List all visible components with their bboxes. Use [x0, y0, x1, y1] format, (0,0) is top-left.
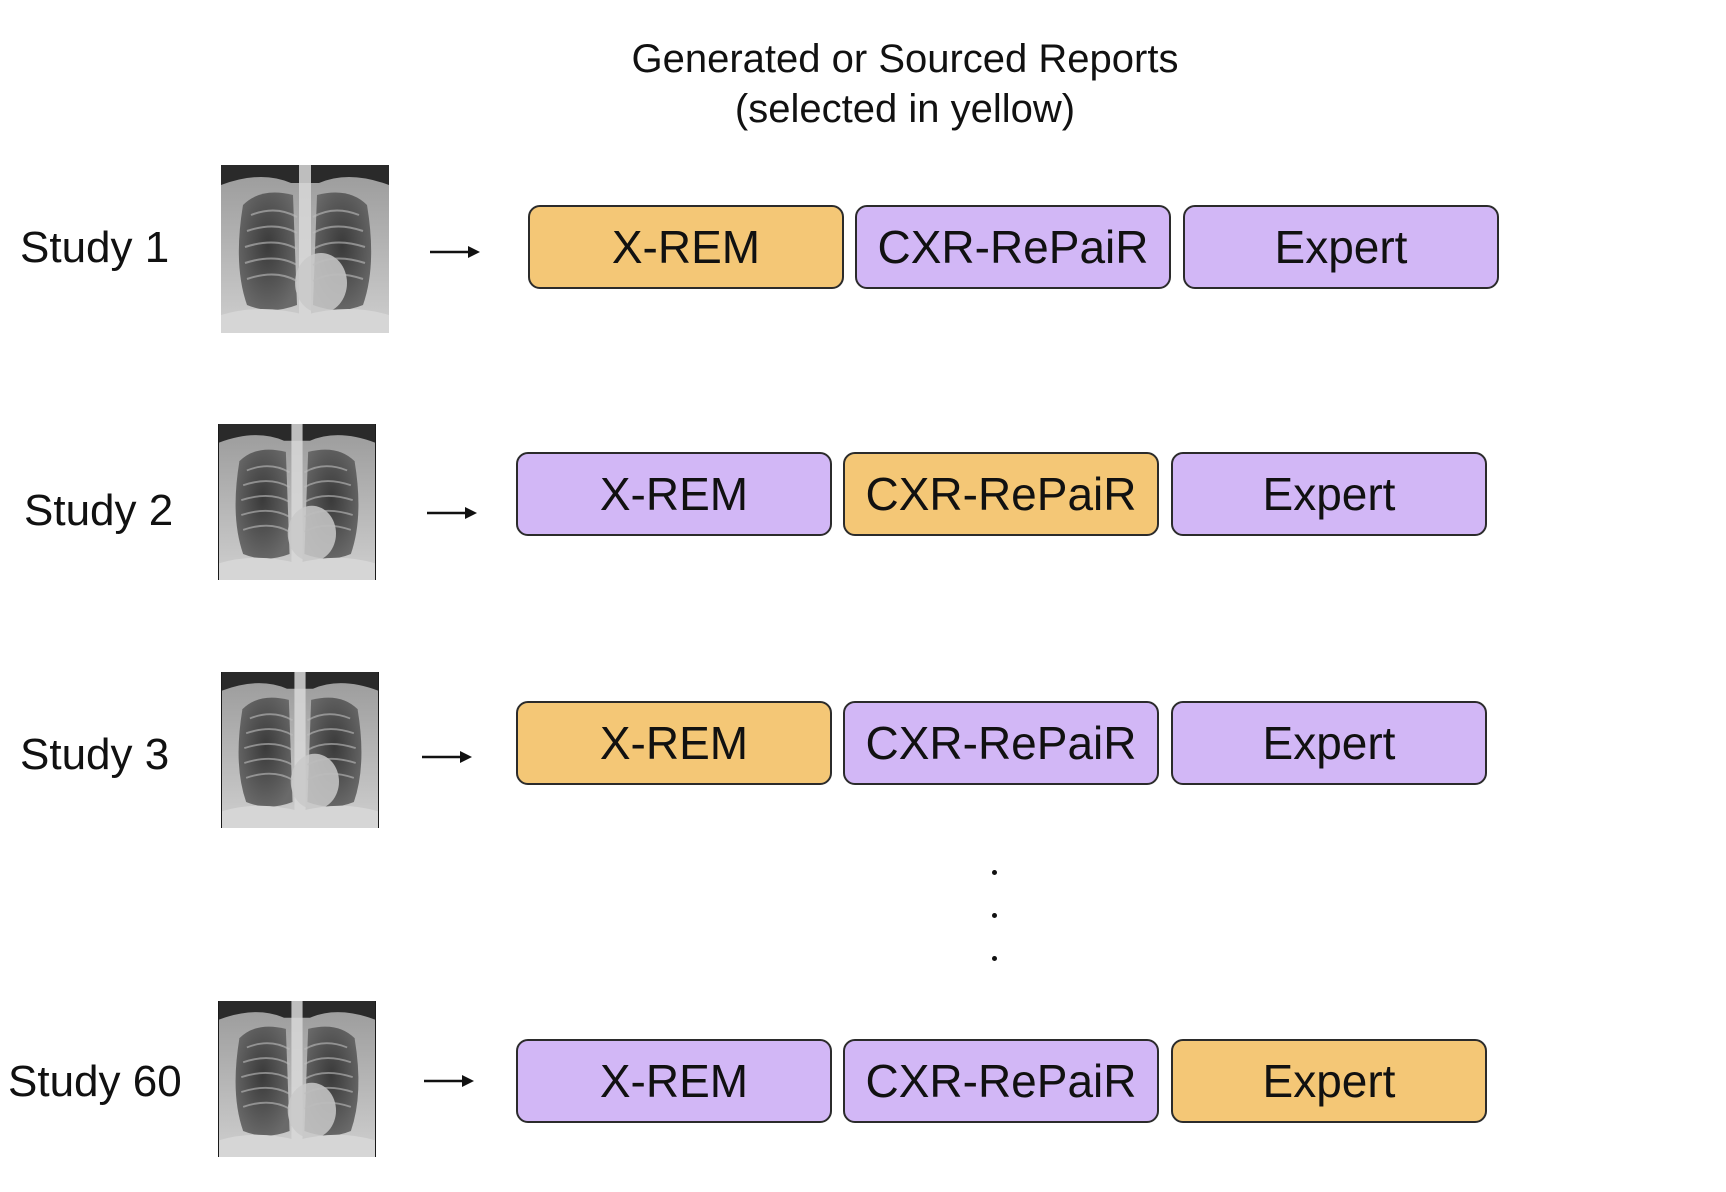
study-label: Study 2 [24, 486, 174, 535]
chest-xray-image [218, 1001, 376, 1157]
right-arrow-icon [422, 750, 472, 764]
chest-xray-image [221, 672, 379, 828]
study-row: Study 60 X-REM CXR-RePaiR Expert [0, 1001, 1726, 1161]
report-box: Expert [1171, 452, 1487, 536]
study-row: Study 3 X-REM CXR-RePaiR Expert [0, 672, 1726, 832]
report-box: X-REM [516, 452, 832, 536]
study-row: Study 2 X-REM CXR-RePaiR Expert [0, 424, 1726, 584]
study-label: Study 60 [8, 1057, 182, 1106]
title-line-2: (selected in yellow) [734, 87, 1076, 131]
report-box: Expert [1183, 205, 1499, 289]
right-arrow-icon [430, 245, 480, 259]
diagram-title: Generated or Sourced Reports (selected i… [42, 34, 1726, 134]
chest-xray-image [221, 165, 389, 333]
report-box: Expert [1171, 1039, 1487, 1123]
report-box: X-REM [516, 1039, 832, 1123]
study-label: Study 1 [20, 223, 170, 272]
chest-xray-image [218, 424, 376, 580]
title-line-1: Generated or Sourced Reports [631, 37, 1179, 81]
study-label: Study 3 [20, 730, 170, 779]
report-box: CXR-RePaiR [843, 1039, 1159, 1123]
report-box: CXR-RePaiR [855, 205, 1171, 289]
report-box: X-REM [528, 205, 844, 289]
report-box: X-REM [516, 701, 832, 785]
report-box: CXR-RePaiR [843, 701, 1159, 785]
report-box: CXR-RePaiR [843, 452, 1159, 536]
vertical-ellipsis-icon [992, 870, 1002, 999]
report-box: Expert [1171, 701, 1487, 785]
right-arrow-icon [424, 1074, 474, 1088]
right-arrow-icon [427, 506, 477, 520]
study-row: Study 1 X-REM CXR-RePaiR Expert [0, 165, 1726, 333]
